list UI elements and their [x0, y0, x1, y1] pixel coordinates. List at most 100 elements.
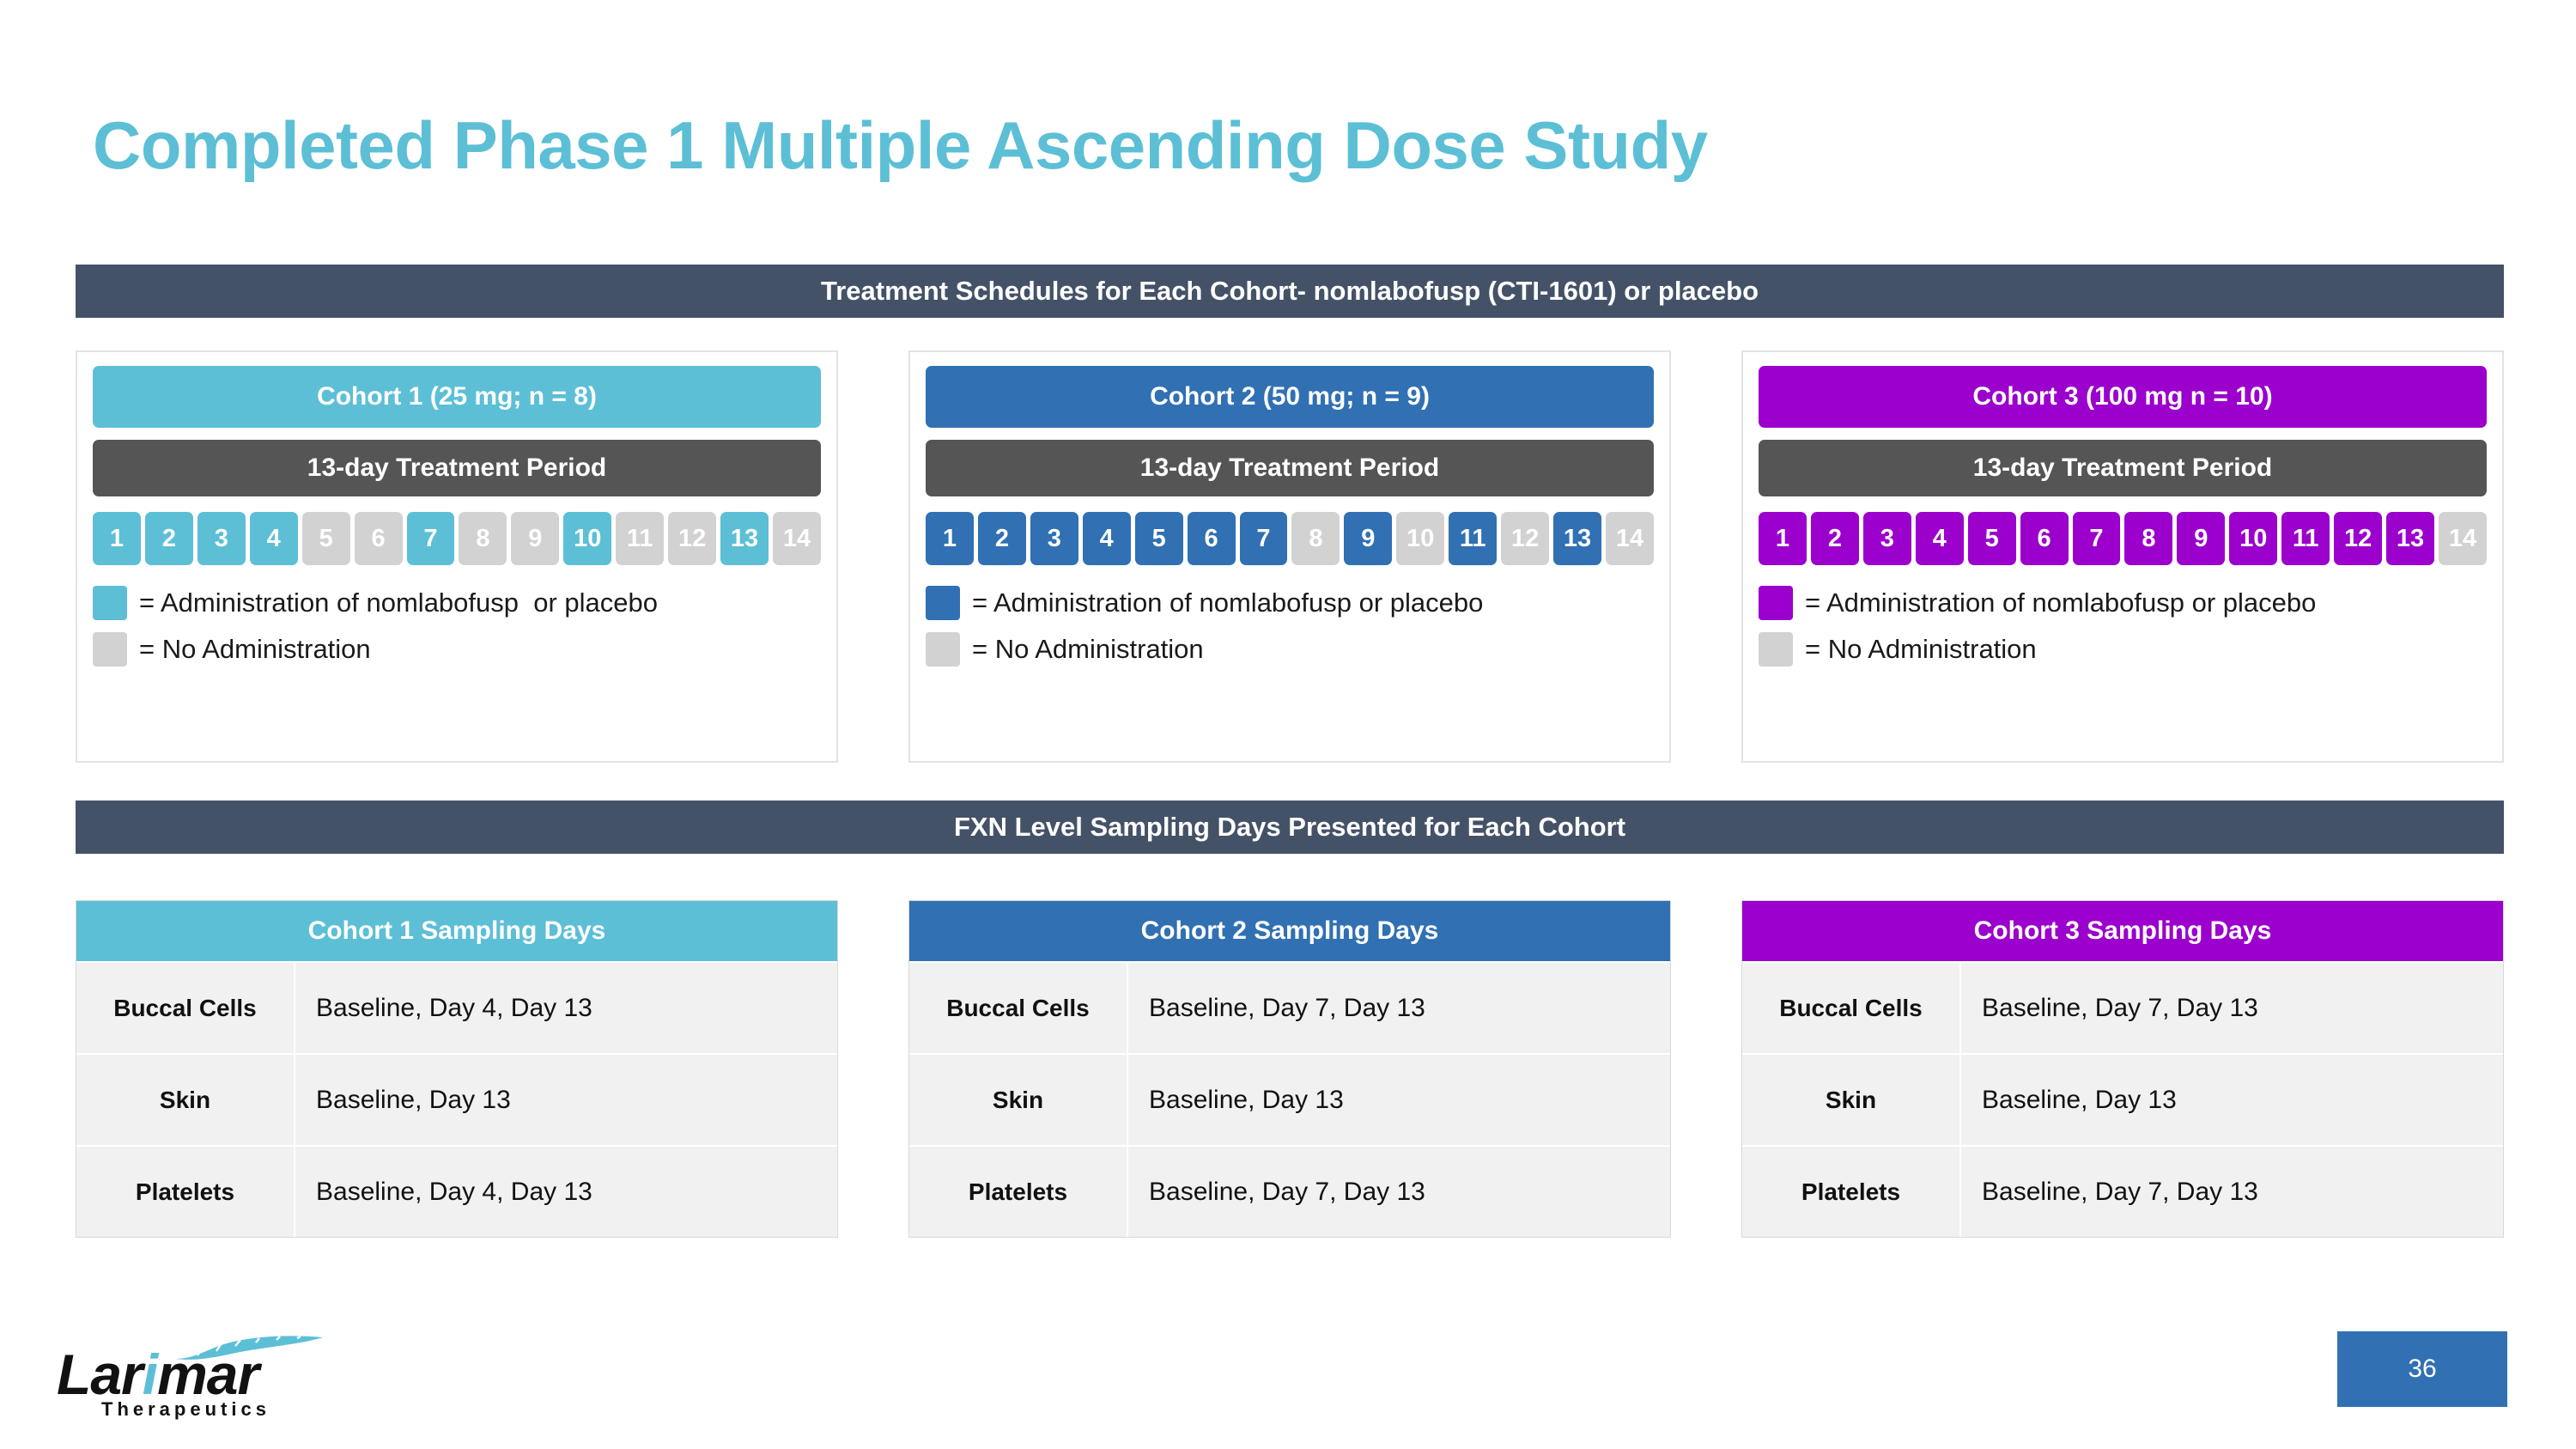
legend-swatch-no-administration — [93, 632, 127, 667]
day-box-14[interactable]: 14 — [2438, 512, 2487, 565]
day-box-7[interactable]: 7 — [2072, 512, 2121, 565]
day-box-12[interactable]: 12 — [1501, 512, 1550, 565]
day-box-13[interactable]: 13 — [1553, 512, 1601, 565]
day-box-7[interactable]: 7 — [1239, 512, 1288, 565]
table-row: Buccal Cells Baseline, Day 7, Day 13 — [909, 961, 1670, 1053]
treatment-schedules-banner: Treatment Schedules for Each Cohort- nom… — [76, 265, 2504, 318]
sample-days-value: Baseline, Day 4, Day 13 — [316, 1177, 592, 1206]
legend-text-administration: = Administration of nomlabofusp or place… — [1805, 588, 2317, 618]
cohort-card-2: Cohort 2 (50 mg; n = 9)13-day Treatment … — [908, 350, 1671, 763]
sample-days-value: Baseline, Day 13 — [1149, 1085, 1344, 1114]
day-box-5[interactable]: 5 — [301, 512, 350, 565]
day-box-7[interactable]: 7 — [406, 512, 455, 565]
sampling-table-header-1: Cohort 1 Sampling Days — [76, 901, 837, 961]
day-box-9[interactable]: 9 — [2177, 512, 2226, 565]
sample-type-label: Buccal Cells — [909, 963, 1128, 1053]
cohort-schedule-cards: Cohort 1 (25 mg; n = 8) 13-day Treatment … — [76, 350, 2504, 763]
page-number-badge: 36 — [2337, 1331, 2507, 1407]
day-box-10[interactable]: 10 — [2229, 512, 2278, 565]
day-box-11[interactable]: 11 — [1449, 512, 1498, 565]
day-box-11[interactable]: 11 — [2281, 512, 2330, 565]
treatment-period-bar-2: 13-day Treatment Period — [926, 440, 1654, 496]
sample-days-value: Baseline, Day 13 — [1982, 1085, 2177, 1114]
day-box-6[interactable]: 6 — [1187, 512, 1236, 565]
legend-1: = Administration of nomlabofusp or place… — [93, 586, 821, 667]
legend-text-no-administration: = No Administration — [1805, 634, 2037, 664]
sample-type-label: Buccal Cells — [76, 963, 295, 1053]
sample-days-value: Baseline, Day 7, Day 13 — [1149, 1177, 1425, 1206]
sample-type-label: Skin — [1742, 1055, 1961, 1145]
page-title: Completed Phase 1 Multiple Ascending Dos… — [93, 107, 1708, 183]
sample-days-value: Baseline, Day 7, Day 13 — [1149, 993, 1425, 1022]
legend-swatch-no-administration — [926, 632, 960, 667]
legend-text-administration: = Administration of nomlabofusp or place… — [972, 588, 1484, 618]
day-box-12[interactable]: 12 — [668, 512, 717, 565]
day-box-13[interactable]: 13 — [2386, 512, 2434, 565]
day-box-11[interactable]: 11 — [616, 512, 665, 565]
day-box-2[interactable]: 2 — [1810, 512, 1859, 565]
day-box-6[interactable]: 6 — [2020, 512, 2069, 565]
legend-text-administration: = Administration of nomlabofusp or place… — [139, 588, 659, 618]
day-box-12[interactable]: 12 — [2334, 512, 2383, 565]
day-box-5[interactable]: 5 — [1967, 512, 2016, 565]
logo-word-part-2: mar — [157, 1342, 259, 1406]
table-row: Skin Baseline, Day 13 — [76, 1053, 837, 1145]
cohort-card-1: Cohort 1 (25 mg; n = 8)13-day Treatment … — [76, 350, 838, 763]
day-box-8[interactable]: 8 — [459, 512, 507, 565]
day-box-9[interactable]: 9 — [511, 512, 560, 565]
table-row: Skin Baseline, Day 13 — [909, 1053, 1670, 1145]
day-box-13[interactable]: 13 — [720, 512, 769, 565]
day-box-5[interactable]: 5 — [1134, 512, 1183, 565]
day-box-8[interactable]: 8 — [2124, 512, 2173, 565]
day-box-9[interactable]: 9 — [1344, 512, 1393, 565]
sample-type-label: Platelets — [1742, 1147, 1961, 1237]
larimar-logo: Larimar Therapeutics — [57, 1330, 331, 1424]
sample-type-label: Skin — [909, 1055, 1128, 1145]
day-box-8[interactable]: 8 — [1291, 512, 1340, 565]
logo-subtitle: Therapeutics — [101, 1398, 270, 1420]
sample-days-value: Baseline, Day 13 — [316, 1085, 511, 1114]
day-box-1[interactable]: 1 — [93, 512, 141, 565]
legend-2: = Administration of nomlabofusp or place… — [926, 586, 1654, 667]
cohort-header-1: Cohort 1 (25 mg; n = 8) — [93, 366, 821, 428]
table-row: Platelets Baseline, Day 7, Day 13 — [1742, 1145, 2503, 1237]
legend-swatch-no-administration — [1759, 632, 1793, 667]
day-box-4[interactable]: 4 — [1915, 512, 1964, 565]
day-box-14[interactable]: 14 — [1605, 512, 1654, 565]
legend-swatch-administration — [1759, 586, 1793, 620]
day-box-3[interactable]: 3 — [1862, 512, 1911, 565]
day-box-4[interactable]: 4 — [249, 512, 298, 565]
day-box-14[interactable]: 14 — [772, 512, 821, 565]
sample-days-value: Baseline, Day 7, Day 13 — [1982, 1177, 2258, 1206]
helix-ribbon-icon — [175, 1335, 323, 1360]
cohort-card-3: Cohort 3 (100 mg n = 10)13-day Treatment… — [1741, 350, 2504, 763]
table-row: Skin Baseline, Day 13 — [1742, 1053, 2503, 1145]
treatment-period-bar-3: 13-day Treatment Period — [1759, 440, 2487, 496]
day-box-1[interactable]: 1 — [926, 512, 974, 565]
day-box-6[interactable]: 6 — [354, 512, 403, 565]
legend-row-administration: = Administration of nomlabofusp or place… — [926, 586, 1654, 620]
sampling-table-header-2: Cohort 2 Sampling Days — [909, 901, 1670, 961]
day-box-10[interactable]: 10 — [563, 512, 612, 565]
day-box-1[interactable]: 1 — [1759, 512, 1807, 565]
day-box-10[interactable]: 10 — [1396, 512, 1445, 565]
legend-3: = Administration of nomlabofusp or place… — [1759, 586, 2487, 667]
day-box-3[interactable]: 3 — [1030, 512, 1078, 565]
day-box-2[interactable]: 2 — [977, 512, 1026, 565]
day-box-2[interactable]: 2 — [144, 512, 193, 565]
sampling-table-header-3: Cohort 3 Sampling Days — [1742, 901, 2503, 961]
fxn-sampling-banner: FXN Level Sampling Days Presented for Ea… — [76, 801, 2504, 854]
sample-type-label: Platelets — [909, 1147, 1128, 1237]
legend-row-no-administration: = No Administration — [93, 632, 821, 667]
day-box-3[interactable]: 3 — [197, 512, 246, 565]
sample-type-label: Skin — [76, 1055, 295, 1145]
day-box-4[interactable]: 4 — [1082, 512, 1131, 565]
